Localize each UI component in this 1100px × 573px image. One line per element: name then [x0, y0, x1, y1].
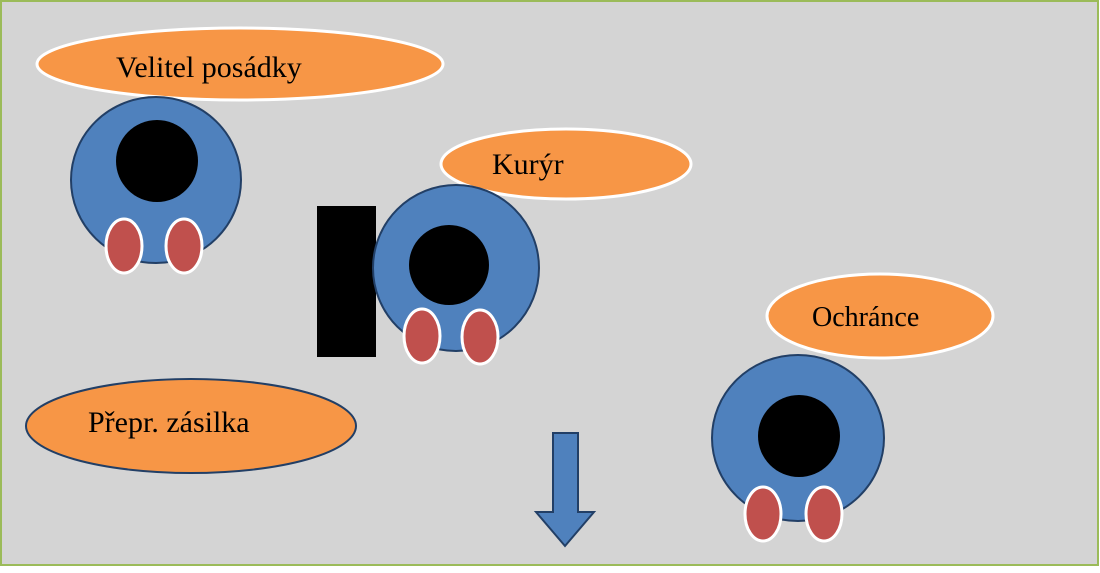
courier-foot-right: [460, 308, 500, 366]
courier-head: [409, 225, 489, 305]
guard-figure: [711, 354, 885, 543]
commander-foot-left: [104, 217, 144, 275]
courier-figure: [372, 184, 540, 366]
commander-label: Velitel posádky: [35, 26, 445, 102]
down-arrow-icon: [533, 432, 597, 548]
commander-head: [116, 120, 198, 202]
commander-foot-right: [164, 217, 204, 275]
courier-label-text: Kurýr: [492, 148, 564, 181]
commander-label-bubble: [35, 26, 445, 102]
commander-figure: [70, 96, 242, 275]
guard-head: [758, 395, 840, 477]
package-block: [317, 206, 376, 357]
package-label-text: Přepr. zásilka: [88, 406, 250, 439]
commander-label-text: Velitel posádky: [116, 51, 302, 84]
guard-foot-right: [804, 485, 844, 543]
guard-label-text: Ochránce: [812, 302, 919, 333]
guard-label-bubble: [765, 272, 995, 360]
package-label-bubble: [25, 378, 357, 474]
guard-label: Ochránce: [765, 272, 995, 360]
guard-foot-left: [743, 485, 783, 543]
courier-foot-left: [402, 307, 442, 365]
courier-label: Kurýr: [439, 127, 693, 201]
package-label: Přepr. zásilka: [25, 378, 357, 474]
courier-label-bubble: [439, 127, 693, 201]
